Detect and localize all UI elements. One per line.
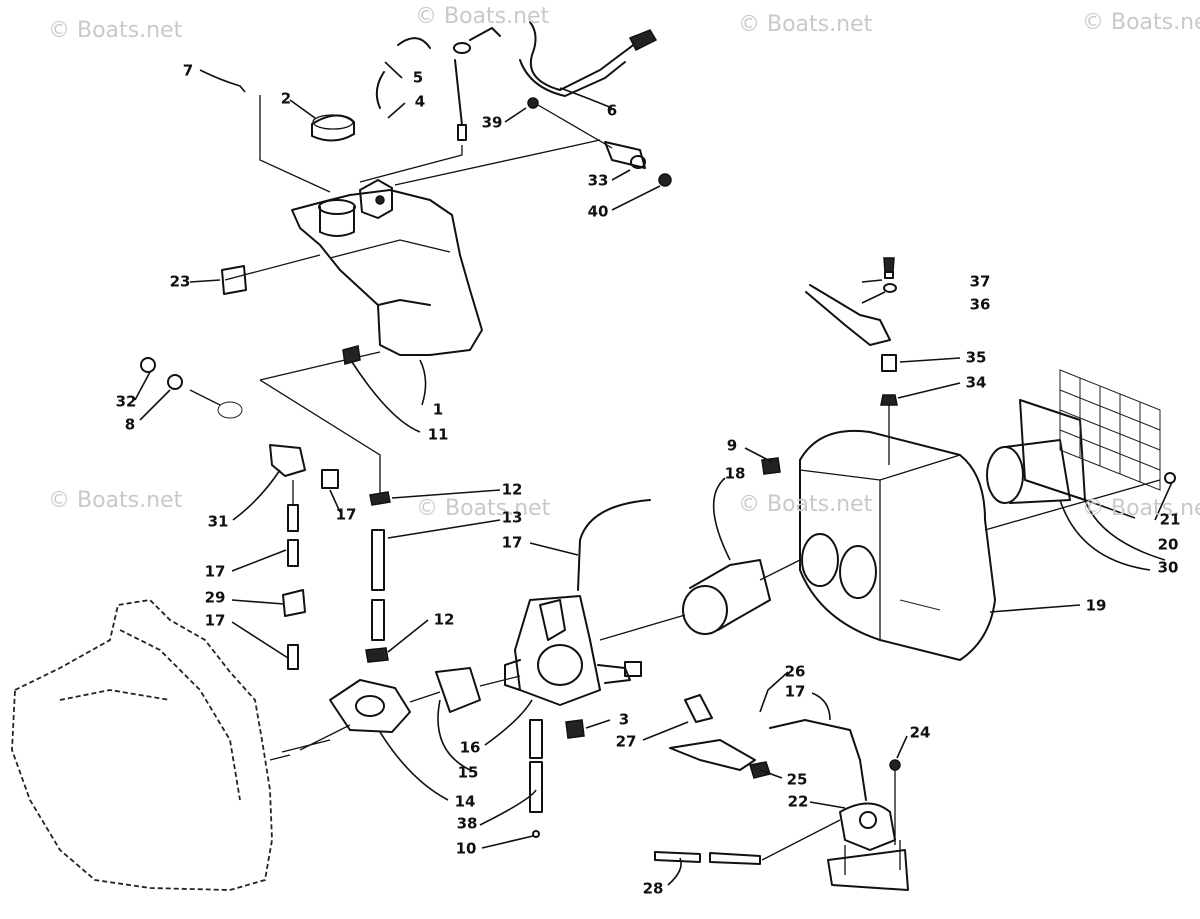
callout-2: 2 (280, 89, 292, 108)
callout-40: 40 (587, 202, 609, 221)
callout-34: 34 (965, 373, 987, 392)
leader-lines (134, 61, 1173, 886)
vent-hose-17 (577, 499, 651, 591)
callout-39: 39 (481, 113, 503, 132)
callout-8: 8 (124, 415, 136, 434)
oil-tank (291, 179, 483, 356)
callout-6: 6 (606, 101, 618, 120)
callout-38: 38 (456, 814, 478, 833)
silencer-tube-and-screen (984, 369, 1176, 531)
callout-30: 30 (1157, 558, 1179, 577)
callout-21: 21 (1159, 510, 1181, 529)
carb-small-parts (529, 719, 585, 838)
engine-outline (11, 599, 291, 891)
fitting (342, 345, 361, 365)
callout-26: 26 (784, 662, 806, 681)
callout-12-lower: 12 (433, 610, 455, 629)
callout-7: 7 (182, 61, 194, 80)
callout-12-upper: 12 (501, 480, 523, 499)
decal (221, 265, 247, 295)
fuel-hose-sections (282, 480, 391, 670)
callout-14: 14 (454, 792, 476, 811)
callout-24: 24 (909, 723, 931, 742)
callout-35: 35 (965, 348, 987, 367)
callout-17-valve: 17 (335, 505, 357, 524)
callout-17-lower-hose: 17 (204, 611, 226, 630)
callout-33: 33 (587, 171, 609, 190)
intake-flange (281, 667, 521, 753)
intake-boot (599, 559, 801, 641)
callout-27: 27 (615, 732, 637, 751)
shutoff-valve (140, 357, 339, 489)
callout-3: 3 (618, 710, 630, 729)
vent-hose (375, 27, 501, 141)
callout-5: 5 (412, 68, 424, 87)
air-silencer (799, 429, 996, 661)
callout-13: 13 (501, 508, 523, 527)
callout-19: 19 (1085, 596, 1107, 615)
callout-9: 9 (726, 436, 738, 455)
fuel-pump (654, 694, 909, 891)
callout-15: 15 (457, 763, 479, 782)
callout-17-carb: 17 (501, 533, 523, 552)
fuel-line-hose (519, 21, 658, 97)
callout-10: 10 (455, 839, 477, 858)
callout-1: 1 (432, 400, 444, 419)
silencer-hardware (805, 257, 898, 465)
callout-28: 28 (642, 879, 664, 898)
screw-9 (761, 457, 781, 475)
callout-4: 4 (414, 92, 426, 111)
callout-32: 32 (115, 392, 137, 411)
callout-18: 18 (724, 464, 746, 483)
callout-17-upper-hose: 17 (204, 562, 226, 581)
callout-25: 25 (786, 770, 808, 789)
carburetor (504, 595, 642, 706)
callout-22: 22 (787, 792, 809, 811)
callout-16: 16 (459, 738, 481, 757)
callout-29: 29 (204, 588, 226, 607)
tank-cap (311, 114, 355, 142)
callout-11: 11 (427, 425, 449, 444)
callout-20: 20 (1157, 535, 1179, 554)
callout-17-pump: 17 (784, 682, 806, 701)
callout-31: 31 (207, 512, 229, 531)
callout-23: 23 (169, 272, 191, 291)
callout-36: 36 (969, 295, 991, 314)
mount-bracket (527, 97, 672, 187)
callout-37: 37 (969, 272, 991, 291)
